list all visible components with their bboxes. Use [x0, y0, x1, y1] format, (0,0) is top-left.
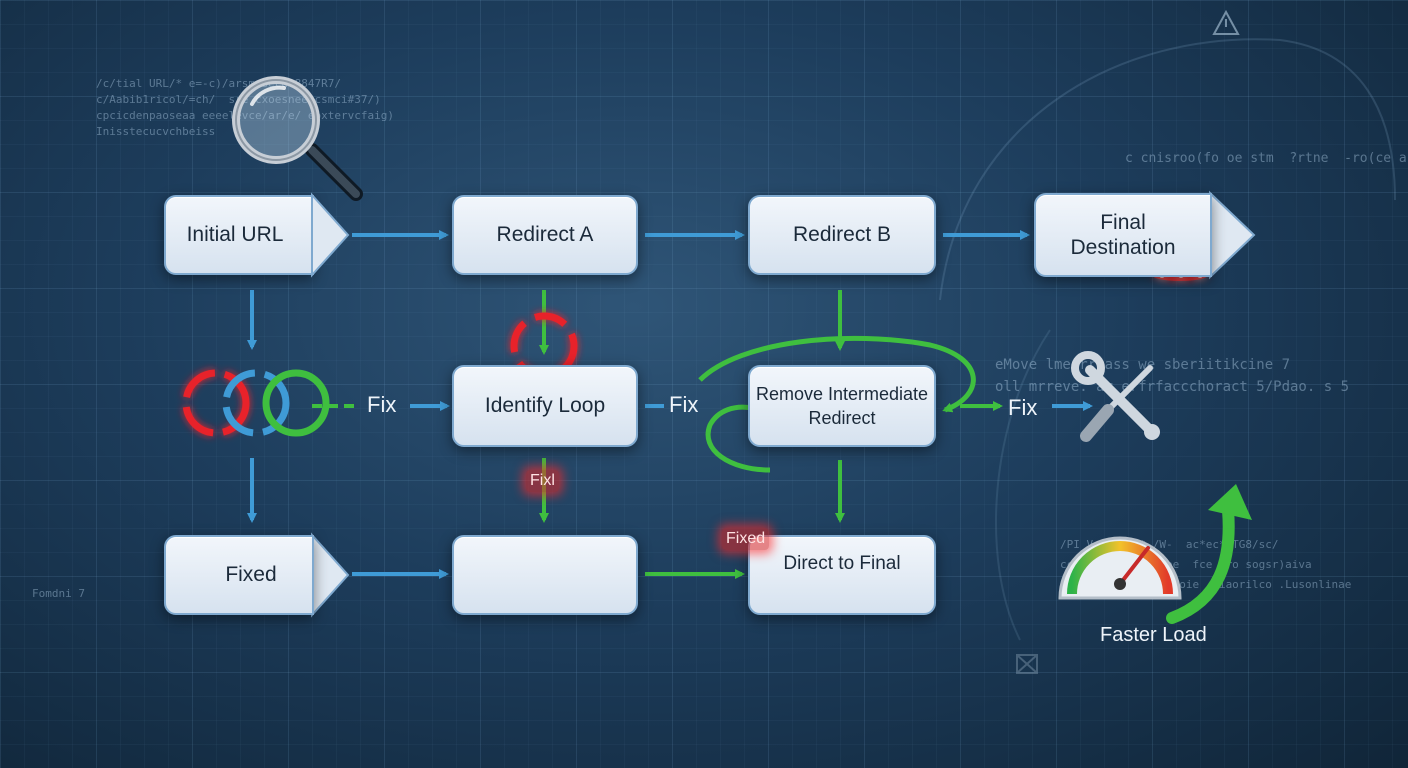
code-snippet-right-top: c cnisroo(fo oe stm ?rtne -ro(ce a [1125, 135, 1407, 183]
fix-red-label: Fixl [526, 470, 559, 492]
code-line: /c/tial URL/* e=-c)/arsmcsecd 8847R7/ [96, 77, 342, 90]
node-redirect-a[interactable]: Redirect A [452, 195, 638, 275]
fix-label-3: Fix [1008, 395, 1038, 420]
code-line: Fomdni 7 [32, 587, 85, 600]
code-line: cpcicdenpaoseaa eeeelevce/ar/e/ eoxtervc… [96, 109, 395, 122]
code-line: c cnisroo(fo oe stm ?rtne -ro(ce a [1125, 151, 1407, 166]
code-snippet-bottom-left: Fomdni 7 [32, 570, 85, 618]
loop-rings-icon [182, 369, 330, 437]
speedometer-icon [1058, 536, 1182, 600]
node-fixed[interactable]: Fixed [164, 535, 314, 615]
node-label: Fixed [225, 563, 277, 586]
node-label: Identify Loop [484, 394, 606, 417]
warning-icon [1212, 9, 1240, 35]
node-label: Redirect B [792, 223, 892, 246]
fix-label-2: Fix [669, 392, 699, 417]
fixed-red-label: Fixed [722, 528, 770, 550]
code-line: eMove lmeerrcass we sberiitikcine 7 [995, 357, 1291, 373]
node-remove-intermediate[interactable]: Remove Intermediate Redirect [748, 365, 936, 447]
magnifier-icon [232, 76, 363, 201]
node-label: Direct to Final [783, 553, 901, 574]
node-redirect-b[interactable]: Redirect B [748, 195, 936, 275]
node-label: Initial URL [186, 223, 284, 246]
wrench-screwdriver-icon [1071, 351, 1160, 442]
green-loop-arrows [698, 335, 976, 473]
node-empty[interactable] [452, 535, 638, 615]
node-label: Final Destination [1070, 211, 1176, 259]
code-line: Inisstecucvchbeiss [96, 125, 216, 138]
up-arrow-icon [1166, 484, 1252, 624]
node-identify-loop[interactable]: Identify Loop [452, 365, 638, 447]
node-direct-to-final[interactable]: Direct to Final [748, 535, 936, 615]
fix-label-1: Fix [367, 392, 397, 417]
node-initial-url[interactable]: Initial URL [164, 195, 314, 275]
node-final-destination[interactable]: Final Destination [1034, 193, 1212, 277]
node-label: Redirect A [496, 223, 594, 246]
box-icon [1016, 654, 1038, 674]
faster-load-label: Faster Load [1100, 624, 1207, 646]
code-snippet-top-left: /c/tial URL/* e=-c)/arsmcsecd 8847R7/c/A… [96, 60, 394, 156]
node-label: Remove Intermediate Redirect [755, 384, 929, 428]
